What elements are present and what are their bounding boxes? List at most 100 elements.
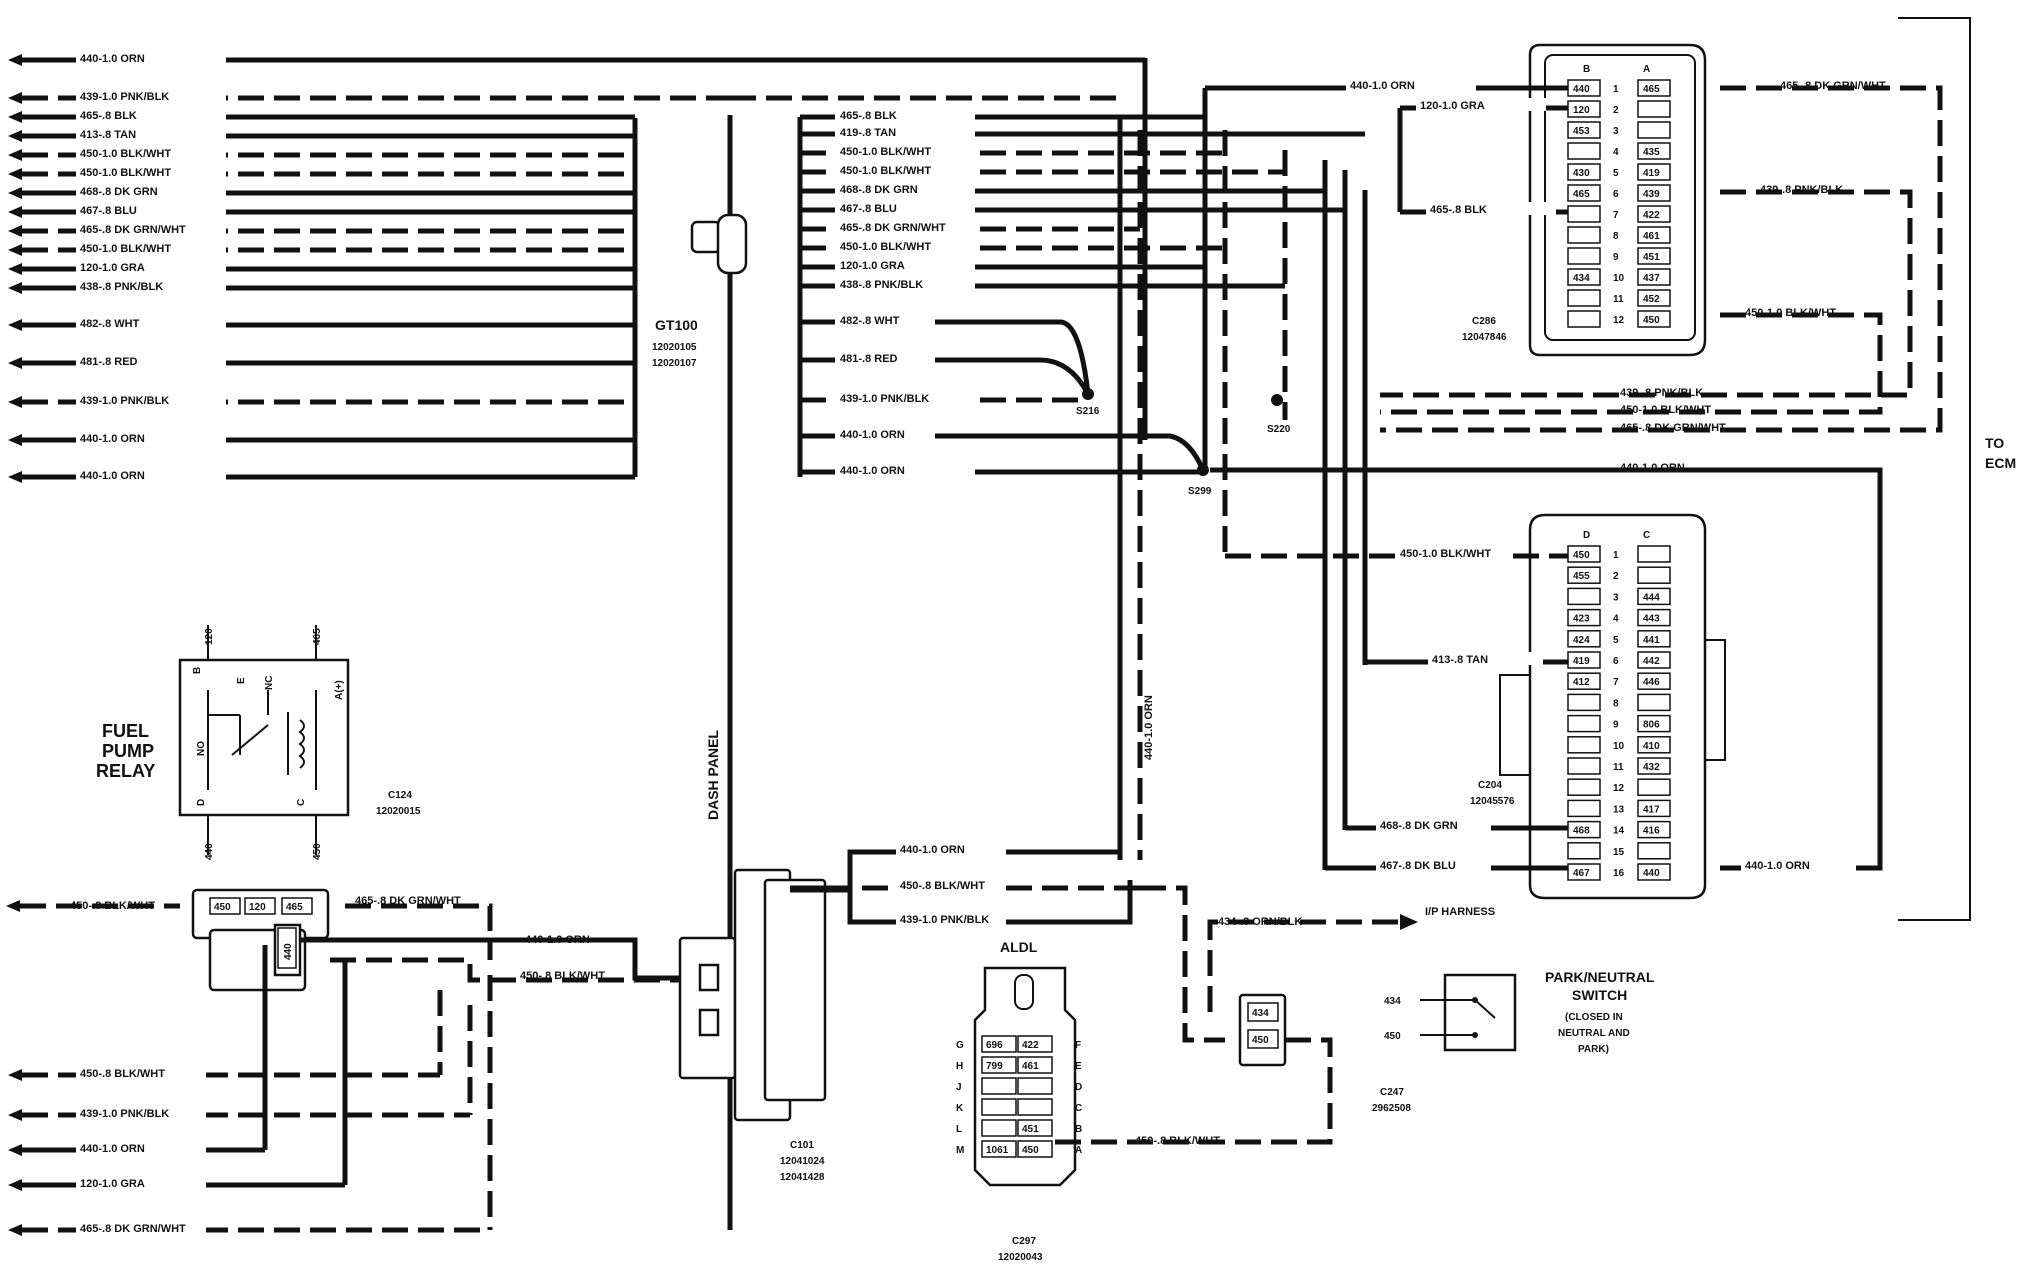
c286-b-cell: 434	[1573, 273, 1590, 284]
aldl-right-cell: 450	[1022, 1145, 1039, 1156]
c204-wire-label: 440-1.0 ORN	[1745, 860, 1810, 872]
middle-wire-label: 481-.8 RED	[840, 353, 898, 365]
left-arrow-icon	[8, 1224, 22, 1236]
c286-row-number: 9	[1613, 252, 1619, 263]
c286-col-b: B	[1583, 64, 1590, 75]
c286-a-cell: 439	[1643, 189, 1660, 200]
c286-b-cell: 465	[1573, 189, 1590, 200]
left-arrow-icon	[8, 1069, 22, 1081]
bottom-left-wire-label: 465-.8 DK GRN/WHT	[80, 1223, 186, 1235]
aldl-right-letter: E	[1075, 1061, 1082, 1072]
ip-harness-label: I/P HARNESS	[1425, 906, 1495, 918]
middle-wire-label: 439-1.0 PNK/BLK	[840, 393, 929, 405]
c204-c-cell: 441	[1643, 635, 1660, 646]
c286-row-number: 1	[1613, 84, 1619, 95]
c204-c-cell: 416	[1643, 826, 1660, 837]
left-wire-label: 481-.8 RED	[80, 356, 138, 368]
c204-d-cell: 450	[1573, 550, 1590, 561]
middle-wire-label: 440-1.0 ORN	[840, 465, 905, 477]
c101-wire-label: 439-1.0 PNK/BLK	[900, 914, 989, 926]
left-arrow-icon	[8, 54, 22, 66]
bottom-left-wire-label: 439-1.0 PNK/BLK	[80, 1108, 169, 1120]
middle-wire-label: 465-.8 DK GRN/WHT	[840, 222, 946, 234]
to-c247-blk-wht	[1140, 885, 1225, 1043]
c286-a-cell: 422	[1643, 210, 1660, 221]
to-ecm-line1: TO	[1985, 435, 2004, 451]
c204-d-cell: 423	[1573, 614, 1590, 625]
park-title-1: PARK/NEUTRAL	[1545, 969, 1655, 985]
relay-conn-cell: 440	[283, 943, 294, 960]
aldl-left-letter: G	[956, 1040, 964, 1051]
aldl-conn-part: 12020043	[998, 1252, 1043, 1263]
left-arrow-icon	[8, 1109, 22, 1121]
c286-a-cell: 451	[1643, 252, 1660, 263]
svg-text:S220: S220	[1267, 424, 1291, 435]
c204-wire-label: 413-.8 TAN	[1432, 654, 1488, 666]
relay-blk-wht-out-2	[330, 957, 690, 983]
c204-c-cell: 417	[1643, 804, 1660, 815]
left-arrow-icon	[8, 187, 22, 199]
aldl-conn-name: C297	[1012, 1236, 1036, 1247]
c286-part: 12047846	[1462, 332, 1507, 343]
middle-wire-label: 465-.8 BLK	[840, 110, 897, 122]
svg-text:D: D	[196, 799, 207, 806]
left-wire-label: 413-.8 TAN	[80, 129, 136, 141]
relay-conn-cell: 450	[214, 902, 231, 913]
c101-part2: 12041428	[780, 1172, 825, 1183]
gt100-grommet: GT100 12020105 12020107	[652, 213, 748, 369]
left-wire-label: 467-.8 BLU	[80, 205, 137, 217]
aldl-right-cell: 451	[1022, 1124, 1039, 1135]
c247-connector: 434 450 C247 2962508	[1238, 993, 1411, 1114]
c204-c-cell: 410	[1643, 741, 1660, 752]
left-wire-label: 440-1.0 ORN	[80, 53, 145, 65]
fuel-pump-relay: B E NC NO A(+) D C 120 465 440 450 FUEL …	[96, 625, 421, 860]
aldl-left-letter: L	[956, 1124, 962, 1135]
c286-row-number: 2	[1613, 105, 1619, 116]
svg-text:C: C	[296, 799, 307, 806]
c204-row-number: 7	[1613, 677, 1619, 688]
left-arrow-icon	[8, 319, 22, 331]
c101-wire-label: 450-.8 BLK/WHT	[900, 880, 985, 892]
c286-b-cell: 430	[1573, 168, 1590, 179]
park-title-2: SWITCH	[1572, 987, 1627, 1003]
aldl-left-letter: J	[956, 1082, 962, 1093]
left-arrow-icon	[8, 244, 22, 256]
orn-to-s299	[935, 433, 1206, 472]
c101-name: C101	[790, 1140, 814, 1151]
c204-row-number: 15	[1613, 847, 1625, 858]
c204-d-cell: 424	[1573, 635, 1590, 646]
gt100-part2: 12020107	[652, 358, 697, 369]
relay-coil-icon	[298, 719, 305, 769]
c204-c-cell: 440	[1643, 868, 1660, 879]
c286-row-number: 3	[1613, 126, 1619, 137]
middle-wire-label: 450-1.0 BLK/WHT	[840, 146, 931, 158]
left-wire-label: 440-1.0 ORN	[80, 470, 145, 482]
left-wire-label: 465-.8 DK GRN/WHT	[80, 224, 186, 236]
c247-name: C247	[1380, 1087, 1404, 1098]
left-arrow-icon	[8, 149, 22, 161]
c204-c-cell: 442	[1643, 656, 1660, 667]
left-arrow-icon	[8, 130, 22, 142]
aldl-right-cell: 422	[1022, 1040, 1039, 1051]
c286-name: C286	[1472, 316, 1496, 327]
ecm-bracket	[1898, 17, 1971, 921]
c286-a-cell: 419	[1643, 168, 1660, 179]
c286-b-cell: 453	[1573, 126, 1590, 137]
left-arrow-icon	[8, 225, 22, 237]
middle-wire-label: 482-.8 WHT	[840, 315, 900, 327]
aldl-left-letter: M	[956, 1145, 964, 1156]
c204-row-number: 12	[1613, 783, 1625, 794]
c204-row-number: 11	[1613, 762, 1624, 773]
aldl-left-letter: K	[956, 1103, 964, 1114]
middle-wire-label: 450-1.0 BLK/WHT	[840, 241, 931, 253]
middle-wire-label: 438-.8 PNK/BLK	[840, 279, 923, 291]
relay-grn-wht-out	[345, 903, 493, 960]
bottom-left-wire-label: 440-1.0 ORN	[80, 1143, 145, 1155]
c247-wire-in-label: 434-.8 ORN/BLK	[1218, 916, 1302, 928]
c286-b-cell: 120	[1573, 105, 1590, 116]
svg-text:450: 450	[312, 843, 323, 860]
